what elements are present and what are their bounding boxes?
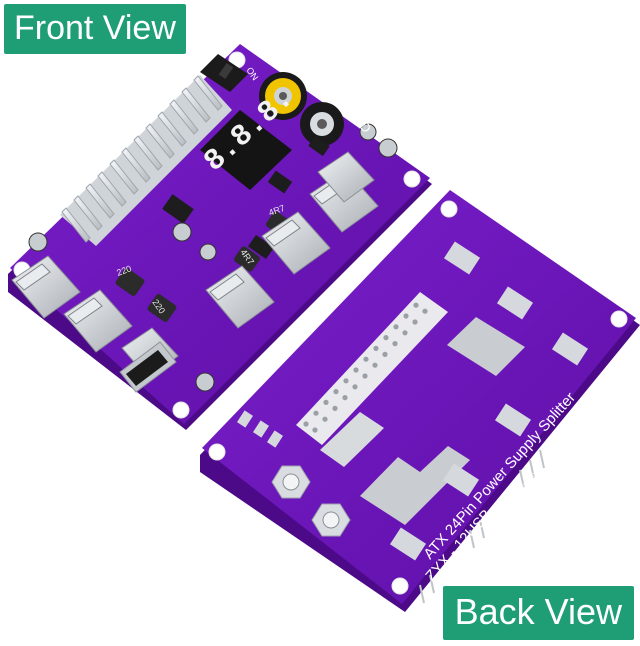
heatsink-fin (97, 171, 127, 207)
usb-a-port (317, 151, 375, 203)
dc-jack-yellow (259, 72, 307, 120)
heatsink-fin (169, 99, 199, 135)
heatsink-fin (193, 75, 223, 111)
front-view-label: Front View (4, 4, 186, 54)
heatsink-fin (121, 147, 151, 183)
header-pin-pad (373, 345, 379, 351)
header-pin-pad (402, 330, 408, 336)
heatsink-fin (181, 87, 211, 123)
back-board-surface (202, 190, 636, 604)
header-pin-pad (343, 378, 349, 384)
silk-220-a: 220 (115, 263, 133, 278)
header-pin-pad (393, 324, 399, 330)
header-pin-pad (403, 313, 409, 319)
atx-24pin-header-pads (296, 292, 448, 445)
header-pin-pad (352, 384, 358, 390)
usb-ports (11, 151, 379, 379)
heatsink (60, 75, 232, 246)
header-pin-pad (372, 362, 378, 368)
heatsink-fin (157, 111, 187, 147)
header-pin-pad (322, 416, 328, 422)
dc-jack-black (300, 102, 344, 146)
heatsink-fin (61, 207, 91, 243)
usb-c-port (119, 341, 177, 393)
capacitors (28, 123, 398, 392)
heatsink-fin (109, 159, 139, 195)
header-pin-pad (412, 319, 418, 325)
heatsink-fin (145, 123, 175, 159)
copper-pad-strip (360, 446, 470, 525)
header-pin-pad (392, 341, 398, 347)
mounting-holes (208, 200, 628, 595)
smd-components (162, 135, 330, 260)
copper-pad-small (320, 412, 384, 467)
header-pin-pad (303, 421, 309, 427)
smd-pad-groups (236, 241, 589, 561)
usb-a-port (11, 255, 81, 319)
header-pin-pad (413, 302, 419, 308)
header-pin-pad (312, 427, 318, 433)
header-pin-pad (382, 351, 388, 357)
header-pin-pad (323, 399, 329, 405)
header-pin-pad (333, 389, 339, 395)
through-hole-pins (419, 449, 545, 604)
heatsink-fin (133, 135, 163, 171)
header-pin-pad (422, 308, 428, 314)
header-pin-pad (383, 335, 389, 341)
heatsink-fin (73, 195, 103, 231)
header-pin-pad (332, 405, 338, 411)
back-view-label: Back View (442, 586, 634, 640)
standoff-nuts (271, 465, 351, 537)
header-pin-pad (342, 395, 348, 401)
front-board: 8.8.8. GND (8, 39, 432, 430)
header-pin-pad (313, 410, 319, 416)
header-pin-pad (362, 373, 368, 379)
header-pin-pad (353, 367, 359, 373)
copper-pad-large (447, 317, 525, 376)
usb-a-port (261, 211, 331, 275)
usb-a-port (63, 289, 133, 353)
header-pin-pad (363, 356, 369, 362)
power-switch (200, 54, 248, 92)
heatsink-fin (85, 183, 115, 219)
usb-a-port (205, 265, 275, 329)
